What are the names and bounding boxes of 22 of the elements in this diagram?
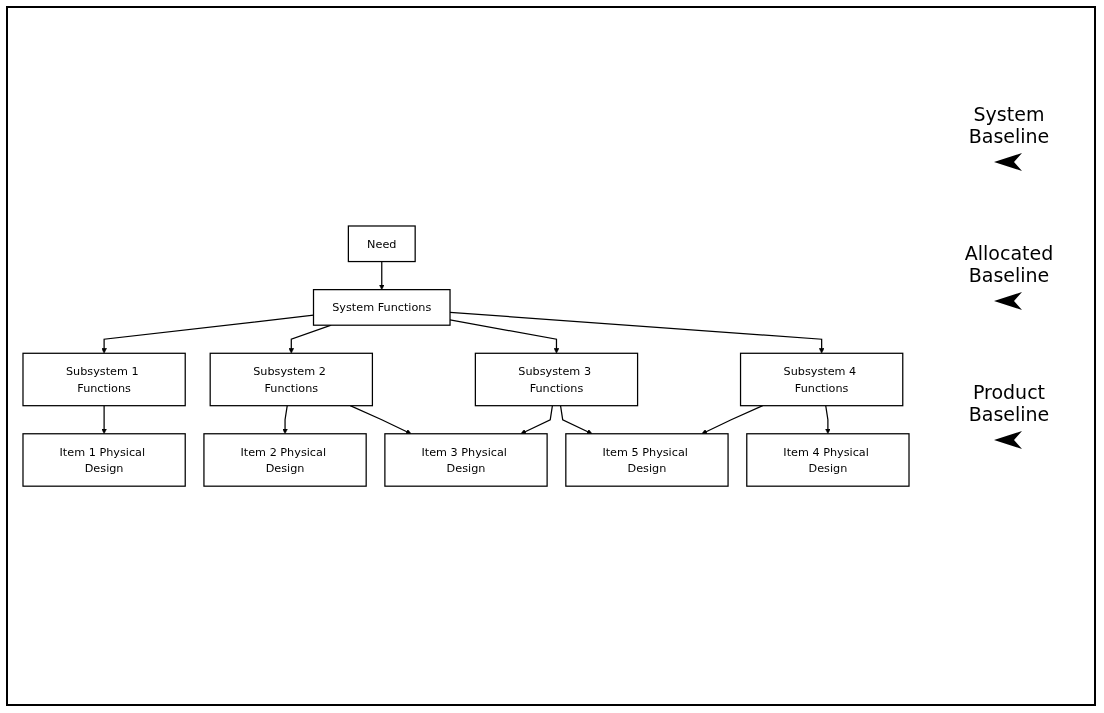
arrow <box>282 404 288 434</box>
baseline-label: System Baseline <box>967 103 1051 148</box>
arrow <box>349 404 412 434</box>
node-box: Item 5 Physical Design <box>565 433 729 487</box>
node-box: Item 3 Physical Design <box>384 433 548 487</box>
arrow <box>559 404 593 434</box>
node-box: Subsystem 3 Functions <box>474 352 639 407</box>
arrow <box>379 260 385 290</box>
baseline-label: Product Baseline <box>967 380 1051 425</box>
arrow <box>825 404 831 434</box>
node-box: Subsystem 2 Functions <box>209 352 374 407</box>
node-box: Item 4 Physical Design <box>746 433 910 487</box>
node-box: Subsystem 1 Functions <box>22 352 186 407</box>
node-box: System Functions <box>312 288 451 326</box>
node-box: Need <box>347 225 416 263</box>
node-box: Item 1 Physical Design <box>22 433 186 487</box>
arrow <box>101 404 107 434</box>
node-box: Subsystem 4 Functions <box>739 352 904 407</box>
node-box: Item 2 Physical Design <box>203 433 367 487</box>
arrow <box>701 404 764 434</box>
arrow <box>520 404 554 434</box>
baseline-label: Allocated Baseline <box>963 242 1055 286</box>
